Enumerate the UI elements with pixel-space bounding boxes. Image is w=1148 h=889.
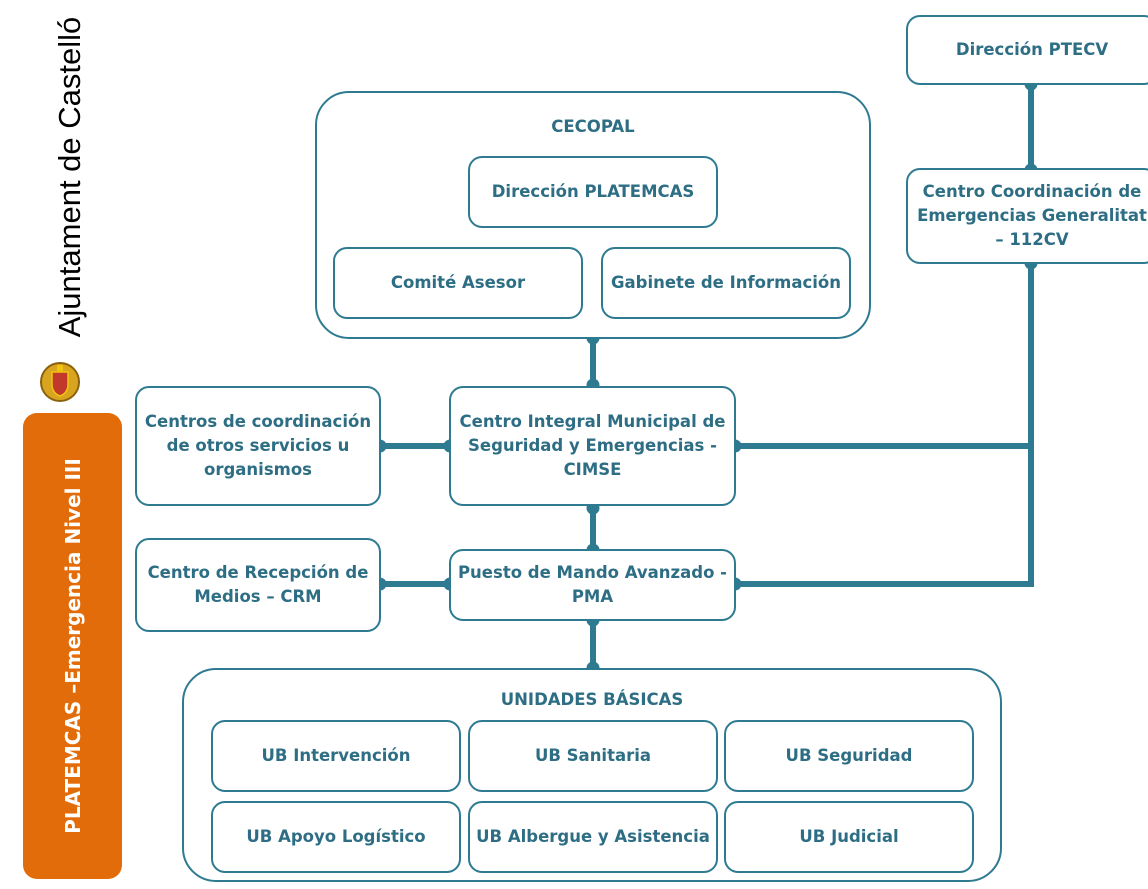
node-ub-seguridad: UB Seguridad: [724, 720, 974, 792]
group-unidades-basicas-title: UNIDADES BÁSICAS: [500, 690, 684, 709]
node-direccion-platemcas-label: Dirección PLATEMCAS: [491, 182, 695, 201]
group-cecopal-title: CECOPAL: [551, 117, 635, 136]
node-ub-intervencion-label: UB Intervención: [261, 746, 411, 765]
node-ub-apoyo-logistico: UB Apoyo Logístico: [211, 801, 461, 873]
node-direccion-ptecv: Dirección PTECV: [906, 15, 1148, 85]
node-cimse: Centro Integral Municipal de Seguridad y…: [449, 386, 736, 506]
node-ub-apoyo-logistico-label: UB Apoyo Logístico: [246, 827, 426, 846]
node-otros-centros: Centros de coordinación de otros servici…: [135, 386, 381, 506]
node-direccion-platemcas: Dirección PLATEMCAS: [468, 156, 718, 228]
node-gabinete-informacion-label: Gabinete de Información: [610, 273, 842, 292]
node-pma-label: Puesto de Mando Avanzado - PMA: [457, 563, 728, 606]
node-ub-albergue-label: UB Albergue y Asistencia: [476, 827, 710, 846]
node-ub-judicial-label: UB Judicial: [799, 827, 899, 846]
node-ub-sanitaria: UB Sanitaria: [468, 720, 718, 792]
node-gabinete-informacion: Gabinete de Información: [601, 247, 851, 319]
node-crm: Centro de Recepción de Medios – CRM: [135, 538, 381, 632]
node-ub-seguridad-label: UB Seguridad: [785, 746, 913, 765]
node-112cv-label: Centro Coordinación de Emergencias Gener…: [917, 182, 1147, 249]
node-ub-albergue: UB Albergue y Asistencia: [468, 801, 718, 873]
node-112cv: Centro Coordinación de Emergencias Gener…: [906, 168, 1148, 264]
node-direccion-ptecv-label: Dirección PTECV: [955, 40, 1109, 59]
node-comite-asesor-label: Comité Asesor: [390, 273, 526, 292]
node-cimse-label: Centro Integral Municipal de Seguridad y…: [459, 412, 726, 479]
node-ub-judicial: UB Judicial: [724, 801, 974, 873]
node-crm-label: Centro de Recepción de Medios – CRM: [147, 563, 369, 606]
emergency-level-banner: PLATEMCAS –Emergencia Nivel III: [23, 413, 122, 879]
node-ub-sanitaria-label: UB Sanitaria: [534, 746, 652, 765]
node-pma: Puesto de Mando Avanzado - PMA: [449, 549, 736, 621]
node-comite-asesor: Comité Asesor: [333, 247, 583, 319]
coat-of-arms-icon: [40, 362, 80, 402]
node-ub-intervencion: UB Intervención: [211, 720, 461, 792]
node-otros-centros-label: Centros de coordinación de otros servici…: [144, 412, 372, 479]
